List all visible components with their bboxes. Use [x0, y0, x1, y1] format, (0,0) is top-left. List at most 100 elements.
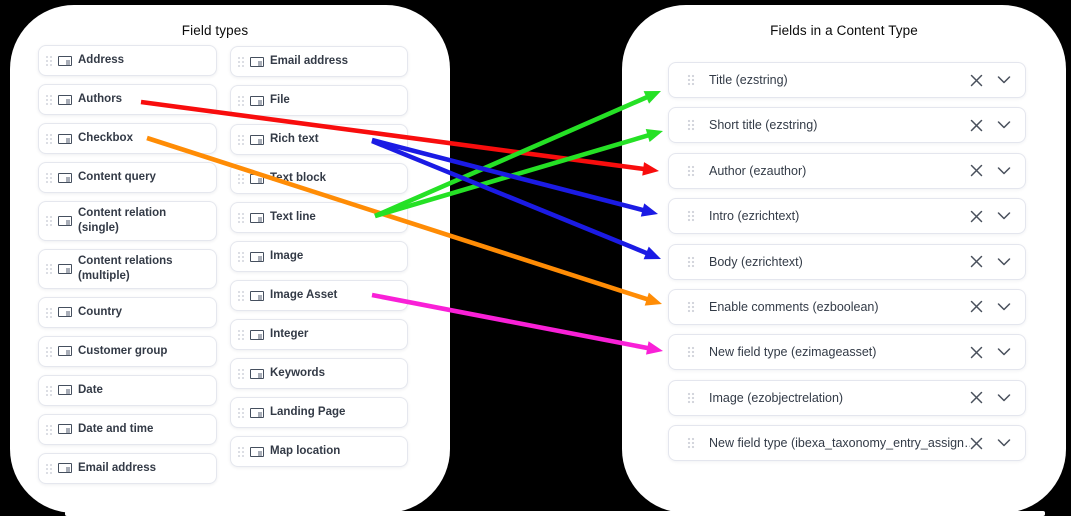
drag-handle-icon[interactable]	[687, 300, 695, 313]
chevron-down-icon[interactable]	[997, 303, 1011, 311]
field-type-item[interactable]: Date and time	[38, 413, 217, 445]
field-type-item[interactable]: Content relation (single)	[38, 201, 217, 241]
bottom-window-edge	[65, 511, 1045, 516]
field-type-item[interactable]: Integer	[230, 319, 408, 350]
drag-handle-icon[interactable]	[45, 215, 52, 227]
field-type-item[interactable]: Content query	[38, 162, 217, 193]
field-type-item[interactable]: Text block	[230, 163, 408, 194]
drag-handle-icon[interactable]	[687, 391, 695, 404]
remove-field-icon[interactable]	[970, 255, 983, 268]
drag-handle-icon[interactable]	[45, 172, 52, 183]
drag-handle-icon[interactable]	[687, 210, 695, 223]
remove-field-icon[interactable]	[970, 437, 983, 450]
content-type-field-row[interactable]: New field type (ezimageasset)	[668, 334, 1026, 371]
field-type-label: Email address	[270, 55, 348, 68]
content-type-field-row[interactable]: Body (ezrichtext)	[668, 243, 1026, 280]
content-type-field-label: Body (ezrichtext)	[709, 254, 803, 269]
drag-handle-icon[interactable]	[237, 56, 244, 67]
drag-handle-icon[interactable]	[45, 423, 52, 435]
drag-handle-icon[interactable]	[45, 133, 52, 144]
field-type-item[interactable]: Country	[38, 296, 217, 328]
drag-handle-icon[interactable]	[237, 329, 244, 340]
remove-field-icon[interactable]	[970, 346, 983, 359]
drag-handle-icon[interactable]	[45, 462, 52, 474]
drag-handle-icon[interactable]	[45, 263, 52, 275]
drag-handle-icon[interactable]	[45, 345, 52, 357]
content-type-field-label: Short title (ezstring)	[709, 118, 818, 133]
field-type-label: Text line	[270, 211, 316, 224]
drag-handle-icon[interactable]	[237, 446, 244, 457]
chevron-down-icon[interactable]	[997, 348, 1011, 356]
field-type-item[interactable]: Map location	[230, 436, 408, 467]
field-type-item[interactable]: Checkbox	[38, 123, 217, 154]
drag-handle-icon[interactable]	[237, 407, 244, 418]
content-type-field-row[interactable]: Intro (ezrichtext)	[668, 198, 1026, 235]
drag-handle-icon[interactable]	[237, 251, 244, 262]
content-type-field-label: Image (ezobjectrelation)	[709, 390, 844, 405]
field-type-icon	[58, 133, 72, 144]
remove-field-icon[interactable]	[970, 74, 983, 87]
field-type-label: Keywords	[270, 367, 325, 380]
field-type-item[interactable]: Email address	[38, 452, 217, 484]
chevron-down-icon[interactable]	[997, 393, 1011, 402]
field-type-label: Landing Page	[270, 406, 346, 419]
chevron-down-icon[interactable]	[997, 212, 1011, 220]
field-type-item[interactable]: Image Asset	[230, 280, 408, 311]
drag-handle-icon[interactable]	[45, 384, 52, 396]
drag-handle-icon[interactable]	[237, 95, 244, 106]
remove-field-icon[interactable]	[970, 391, 983, 404]
field-type-item[interactable]: Content relations (multiple)	[38, 248, 217, 289]
content-type-field-label: Enable comments (ezboolean)	[709, 299, 879, 314]
remove-field-icon[interactable]	[970, 119, 983, 132]
drag-handle-icon[interactable]	[687, 74, 695, 86]
remove-field-icon[interactable]	[970, 210, 983, 223]
field-type-icon	[58, 263, 72, 274]
field-type-icon	[250, 407, 264, 418]
remove-field-icon[interactable]	[970, 300, 983, 313]
drag-handle-icon[interactable]	[687, 119, 695, 132]
content-type-field-row[interactable]: Author (ezauthor)	[668, 152, 1026, 189]
drag-handle-icon[interactable]	[45, 94, 52, 105]
field-type-icon	[250, 251, 264, 262]
field-type-icon	[58, 385, 72, 396]
content-type-field-row[interactable]: Enable comments (ezboolean)	[668, 288, 1026, 325]
field-type-icon	[58, 215, 72, 226]
drag-handle-icon[interactable]	[237, 173, 244, 184]
field-type-icon	[58, 463, 72, 474]
drag-handle-icon[interactable]	[237, 290, 244, 301]
drag-handle-icon[interactable]	[237, 212, 244, 223]
content-type-field-row[interactable]: Image (ezobjectrelation)	[668, 379, 1026, 416]
chevron-down-icon[interactable]	[997, 121, 1011, 129]
field-type-item[interactable]: Authors	[38, 84, 217, 115]
field-type-item[interactable]: Image	[230, 241, 408, 272]
field-type-icon	[58, 55, 72, 66]
drag-handle-icon[interactable]	[687, 255, 695, 268]
field-type-item[interactable]: File	[230, 85, 408, 116]
field-type-item[interactable]: Email address	[230, 46, 408, 77]
remove-field-icon[interactable]	[970, 164, 983, 177]
field-type-item[interactable]: Keywords	[230, 358, 408, 389]
chevron-down-icon[interactable]	[997, 76, 1011, 84]
field-type-item[interactable]: Customer group	[38, 335, 217, 367]
field-type-item[interactable]: Address	[38, 45, 217, 76]
field-type-item[interactable]: Rich text	[230, 124, 408, 155]
drag-handle-icon[interactable]	[45, 306, 52, 318]
field-type-label: Date	[78, 383, 103, 396]
drag-handle-icon[interactable]	[687, 437, 695, 450]
drag-handle-icon[interactable]	[687, 346, 695, 359]
content-type-field-label: Title (ezstring)	[709, 73, 788, 87]
chevron-down-icon[interactable]	[997, 257, 1011, 266]
drag-handle-icon[interactable]	[237, 134, 244, 145]
content-type-field-row[interactable]: New field type (ibexa_taxonomy_entry_ass…	[668, 425, 1026, 462]
field-type-item[interactable]: Text line	[230, 202, 408, 233]
drag-handle-icon[interactable]	[687, 164, 695, 177]
drag-handle-icon[interactable]	[237, 368, 244, 379]
content-type-field-row[interactable]: Short title (ezstring)	[668, 107, 1026, 144]
field-type-item[interactable]: Date	[38, 374, 217, 406]
chevron-down-icon[interactable]	[997, 167, 1011, 175]
chevron-down-icon[interactable]	[997, 439, 1011, 447]
content-type-field-row[interactable]: Title (ezstring)	[668, 62, 1026, 98]
field-type-icon	[250, 173, 264, 184]
field-type-item[interactable]: Landing Page	[230, 397, 408, 428]
drag-handle-icon[interactable]	[45, 55, 52, 66]
